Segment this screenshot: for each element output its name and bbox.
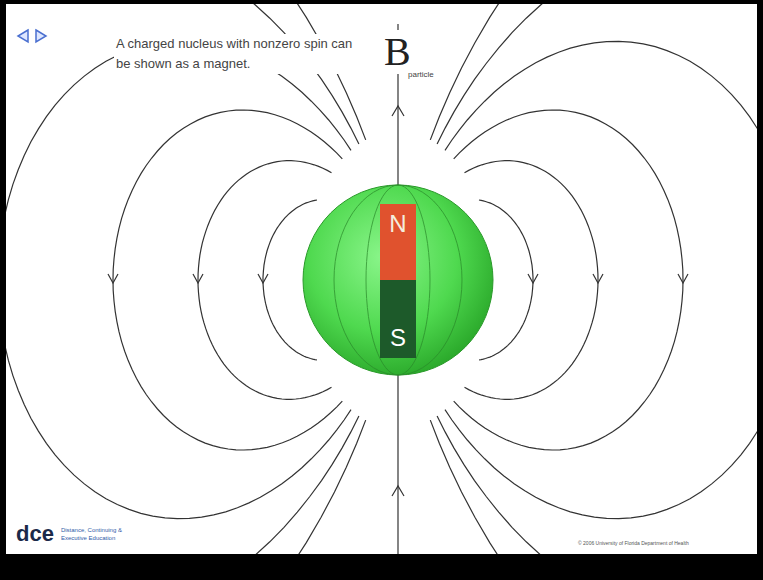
pole-letter: S <box>390 324 406 352</box>
nucleus-sphere <box>303 185 493 375</box>
field-arrow <box>593 274 603 283</box>
copyright-note: © 2006 University of Florida Department … <box>576 540 691 547</box>
caption-note: A charged nucleus with nonzero spin can … <box>114 34 363 74</box>
field-arrow <box>258 274 268 283</box>
field-line <box>6 41 351 518</box>
white-panel: N S A charged nucleus with nonzero spin ca… <box>6 4 757 554</box>
field-symbol: B <box>382 30 413 74</box>
field-arrow <box>193 274 203 283</box>
sphere-meridians <box>334 185 462 375</box>
subscript-label: particle <box>406 70 436 80</box>
field-lines <box>6 4 757 554</box>
field-arrow <box>528 274 538 283</box>
field-arrow <box>678 274 688 283</box>
axis-arrow <box>392 486 404 496</box>
logo-subtitle: Distance, Continuing & Executive Educati… <box>59 526 125 542</box>
north-pole: N <box>380 204 416 280</box>
logo-text: dce <box>14 522 56 546</box>
field-arrow <box>108 274 118 283</box>
south-pole: S <box>380 280 416 358</box>
axis-arrow <box>392 106 404 116</box>
nav-arrows <box>18 30 46 42</box>
pole-letter: N <box>389 210 406 238</box>
